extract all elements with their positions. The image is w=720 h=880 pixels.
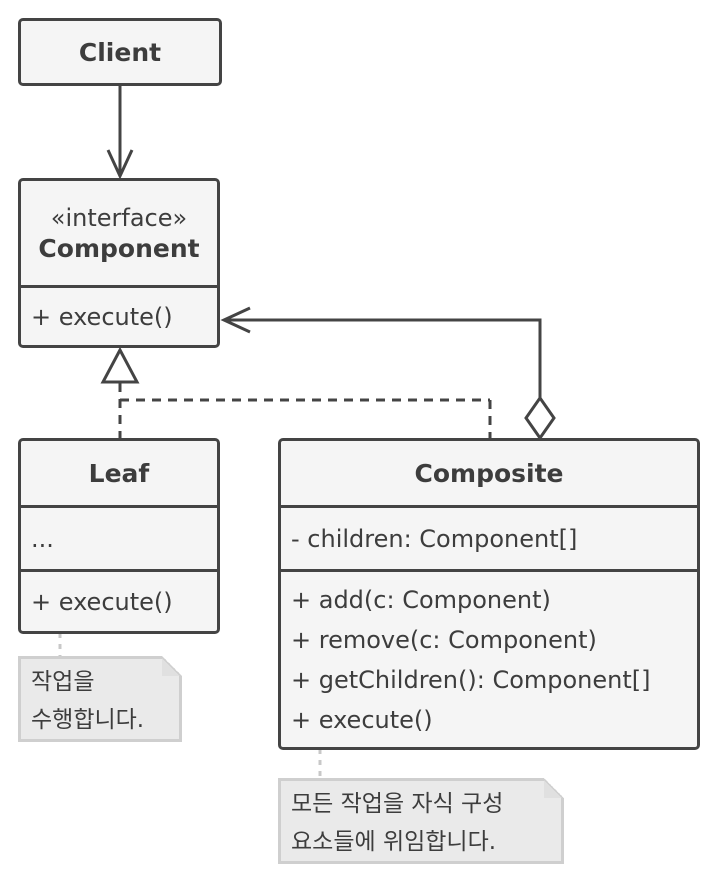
method: + add(c: Component) (291, 585, 551, 614)
composite-class[interactable]: Composite - children: Component[] + add(… (278, 438, 700, 750)
composite-note: 모든 작업을 자식 구성 요소들에 위임합니다. (278, 778, 564, 864)
stereotype-label: «interface» (50, 203, 188, 232)
field: ... (31, 524, 54, 553)
note-line: 요소들에 위임합니다. (291, 829, 497, 855)
method: + getChildren(): Component[] (291, 665, 651, 694)
method: + execute() (31, 587, 173, 616)
aggregation-composite-component (220, 306, 556, 441)
field: - children: Component[] (291, 524, 578, 553)
note-line: 모든 작업을 자식 구성 (291, 791, 504, 817)
note-anchors (58, 633, 322, 778)
method: + execute() (31, 302, 173, 331)
association-client-component (106, 84, 134, 180)
class-name: Composite (414, 458, 564, 488)
class-name: Component (38, 233, 200, 263)
note-line: 작업을 (31, 669, 95, 695)
class-name: Client (78, 37, 162, 67)
client-class[interactable]: Client (18, 18, 222, 86)
component-interface[interactable]: «interface» Component + execute() (18, 178, 220, 348)
class-name: Leaf (88, 458, 150, 488)
note-fold-corner (162, 656, 182, 676)
method: + execute() (291, 705, 433, 734)
method: + remove(c: Component) (291, 625, 597, 654)
leaf-note: 작업을 수행합니다. (18, 656, 182, 742)
note-fold-corner (544, 778, 564, 798)
realization-arrow (100, 346, 492, 438)
note-line: 수행합니다. (31, 707, 145, 733)
leaf-class[interactable]: Leaf ... + execute() (18, 438, 220, 634)
